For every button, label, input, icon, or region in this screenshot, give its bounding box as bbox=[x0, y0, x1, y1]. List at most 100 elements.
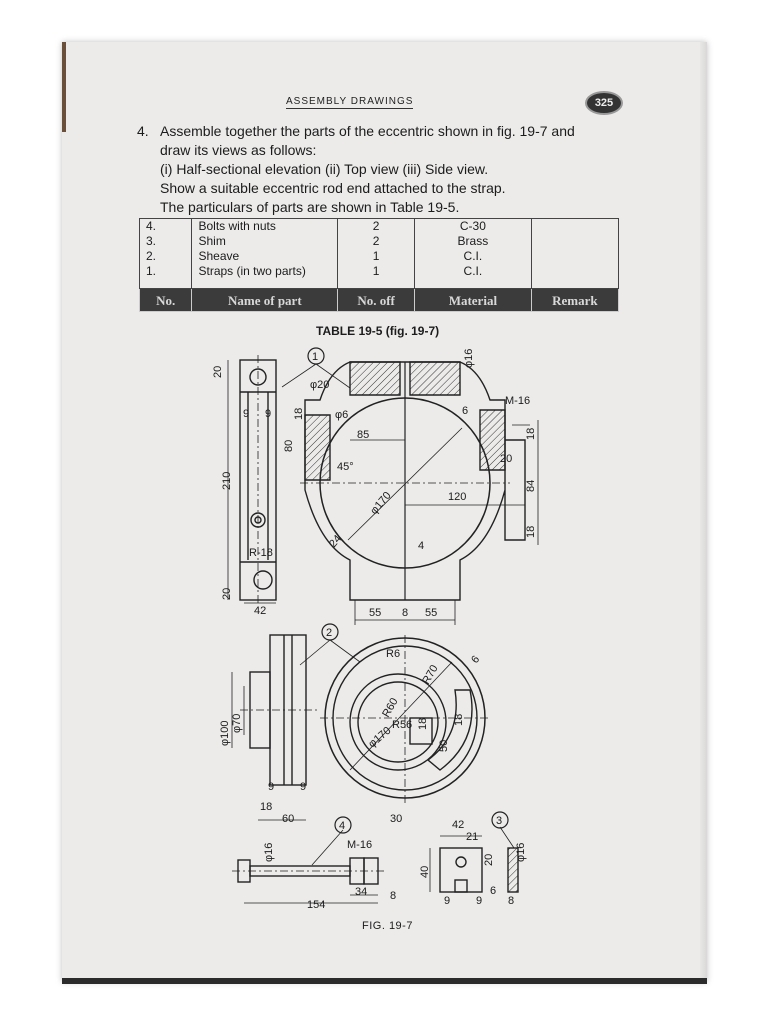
problem-statement: 4. Assemble together the parts of the ec… bbox=[137, 122, 637, 217]
cell-remark bbox=[530, 234, 620, 249]
dim-label: 85 bbox=[357, 429, 369, 441]
cell-material: Brass bbox=[414, 234, 532, 249]
dim-label: 18 bbox=[417, 718, 429, 730]
dim-label: 8 bbox=[390, 890, 396, 902]
dim-label: 21 bbox=[466, 831, 478, 843]
dim-label: 9 bbox=[476, 895, 482, 907]
dim-label: 24 bbox=[327, 533, 344, 550]
dim-label: 18 bbox=[260, 801, 272, 813]
dim-label: 20 bbox=[483, 854, 495, 866]
dim-label: 50 bbox=[438, 740, 450, 752]
page-right-edge bbox=[700, 42, 707, 982]
dim-label: R-18 bbox=[249, 547, 273, 559]
dim-label: 8 bbox=[402, 607, 408, 619]
dim-label: 20 bbox=[221, 588, 233, 600]
table-row: 1. Straps (in two parts) 1 C.I. bbox=[138, 264, 620, 279]
sheave-side-view bbox=[231, 634, 320, 821]
dim-label: 6 bbox=[462, 405, 468, 417]
header-no: No. bbox=[138, 288, 193, 312]
page-number-badge: 325 bbox=[585, 91, 623, 115]
dim-label: 20 bbox=[500, 453, 512, 465]
cell-remark bbox=[530, 264, 620, 279]
dim-label: 45° bbox=[337, 461, 354, 473]
cell-name: Straps (in two parts) bbox=[191, 264, 339, 279]
strap-side-view bbox=[227, 355, 277, 605]
page-sheet bbox=[62, 42, 707, 982]
problem-line: Show a suitable eccentric rod end attach… bbox=[160, 180, 506, 196]
cell-material: C.I. bbox=[414, 249, 532, 264]
dim-label: 9 bbox=[300, 781, 306, 793]
table-header-row: No. Name of part No. off Material Remark bbox=[138, 288, 620, 312]
problem-line: (i) Half-sectional elevation (ii) Top vi… bbox=[160, 161, 489, 177]
dim-label: 20 bbox=[212, 366, 224, 378]
problem-line: draw its views as follows: bbox=[160, 142, 317, 158]
table-caption: TABLE 19-5 (fig. 19-7) bbox=[316, 324, 440, 338]
dim-label: 9 bbox=[268, 781, 274, 793]
cell-no: 4. bbox=[138, 218, 193, 234]
dim-label: φ6 bbox=[335, 409, 348, 421]
dim-label: 154 bbox=[307, 899, 325, 911]
dim-label: φ100 bbox=[219, 721, 231, 747]
strap-front-view bbox=[300, 361, 539, 625]
dim-label: 60 bbox=[282, 813, 294, 825]
running-header: ASSEMBLY DRAWINGS bbox=[286, 96, 414, 109]
dim-label: 18 bbox=[453, 714, 465, 726]
dim-label: 18 bbox=[525, 428, 537, 440]
dim-label: φ16 bbox=[263, 843, 275, 862]
problem-number: 4. bbox=[137, 123, 149, 139]
callout-1: 1 bbox=[312, 351, 318, 363]
dim-label: R6 bbox=[386, 648, 400, 660]
dim-label: 84 bbox=[525, 480, 537, 492]
figure-caption: FIG. 19-7 bbox=[362, 920, 413, 932]
dim-label: 4 bbox=[418, 540, 424, 552]
cell-qty: 1 bbox=[337, 249, 416, 264]
dim-label: M-16 bbox=[505, 395, 530, 407]
dim-label: R70 bbox=[420, 663, 440, 686]
problem-line: Assemble together the parts of the eccen… bbox=[160, 123, 575, 139]
sheave-front-view bbox=[320, 635, 490, 805]
cell-remark bbox=[530, 218, 620, 234]
cell-no: 2. bbox=[138, 249, 193, 264]
callout-3: 3 bbox=[496, 815, 502, 827]
page-edge-shadow bbox=[62, 42, 66, 132]
bolt-view bbox=[232, 857, 385, 904]
dim-label: φ170 bbox=[368, 490, 394, 517]
table-row: 2. Sheave 1 C.I. bbox=[138, 249, 620, 264]
dim-label: 40 bbox=[419, 866, 431, 878]
callout-4: 4 bbox=[339, 820, 345, 832]
dim-label: 6 bbox=[490, 885, 496, 897]
cell-material: C.I. bbox=[414, 264, 532, 279]
dim-label: φ70 bbox=[231, 714, 243, 733]
problem-line: The particulars of parts are shown in Ta… bbox=[160, 199, 460, 215]
header-qty: No. off bbox=[337, 288, 416, 312]
dim-label: φ16 bbox=[463, 349, 475, 368]
cell-qty: 1 bbox=[337, 264, 416, 279]
shim-view bbox=[429, 835, 519, 893]
cell-no: 1. bbox=[138, 264, 193, 279]
header-material: Material bbox=[414, 288, 532, 312]
dim-label: φ20 bbox=[310, 379, 329, 391]
cell-remark bbox=[530, 249, 620, 264]
dim-label: 18 bbox=[525, 526, 537, 538]
dim-label: 80 bbox=[283, 440, 295, 452]
dim-label: 9 bbox=[265, 408, 271, 420]
dim-label: 210 bbox=[221, 472, 233, 490]
page-bottom-edge bbox=[62, 978, 707, 984]
cell-qty: 2 bbox=[337, 234, 416, 249]
header-name: Name of part bbox=[191, 288, 339, 312]
dim-label: 42 bbox=[254, 605, 266, 617]
cell-name: Sheave bbox=[191, 249, 339, 264]
dim-label: M-16 bbox=[347, 839, 372, 851]
dim-label: 120 bbox=[448, 491, 466, 503]
cell-qty: 2 bbox=[337, 218, 416, 234]
dim-label: 18 bbox=[293, 408, 305, 420]
cell-no: 3. bbox=[138, 234, 193, 249]
dim-label: 30 bbox=[390, 813, 402, 825]
dim-label: 9 bbox=[243, 408, 249, 420]
dim-label: 8 bbox=[508, 895, 514, 907]
table-row: 4. Bolts with nuts 2 C-30 bbox=[138, 218, 620, 234]
dim-label: 55 bbox=[425, 607, 437, 619]
dim-label: 55 bbox=[369, 607, 381, 619]
dim-label: 6 bbox=[469, 654, 482, 666]
